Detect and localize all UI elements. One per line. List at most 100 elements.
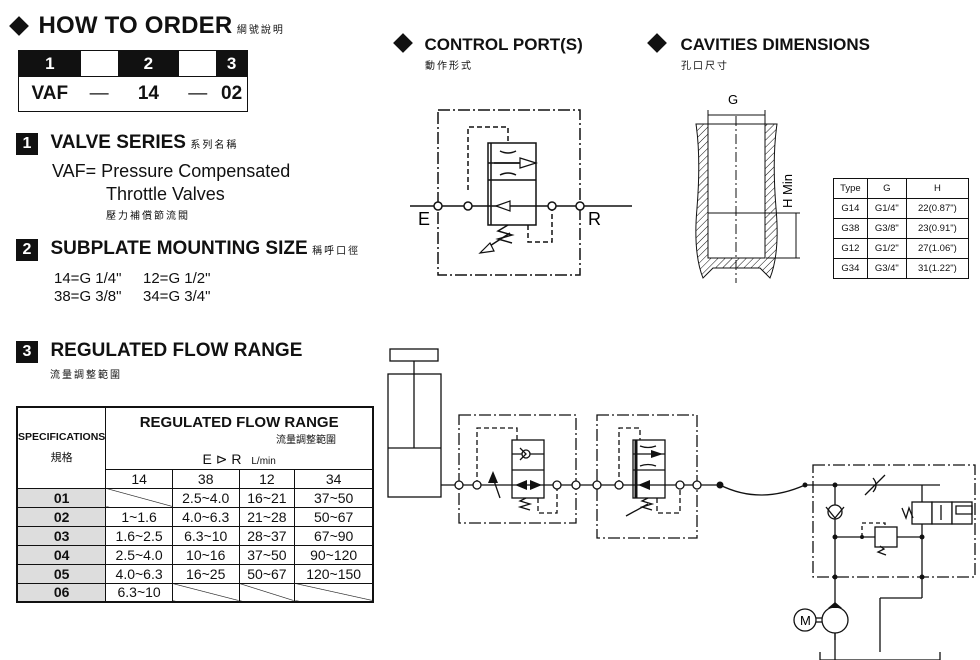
flow-value-cell: 4.0~6.3 (105, 563, 173, 584)
not-available-cell (238, 582, 296, 603)
flow-header: REGULATED FLOW RANGE (139, 413, 339, 431)
flow-header-cjk: 流量調整範圍 (276, 434, 336, 446)
spec-label: SPECIFICATIONS (18, 430, 106, 443)
code-size: 14 (137, 83, 159, 104)
cavity-cell: G12 (833, 238, 868, 259)
cavity-cell: G3/8" (866, 218, 907, 239)
cavity-cell: G1/2" (866, 238, 907, 259)
cavity-col-header: H (905, 178, 970, 199)
valve-series-line2: Throttle Valves (106, 184, 225, 204)
section-number-badge: 3 (16, 341, 38, 363)
control-port-heading: CONTROL PORT(S) (392, 33, 583, 55)
port-circle (463, 201, 473, 211)
code-position-1: 1 (19, 51, 81, 76)
cavity-drawing: G H Min (695, 92, 800, 283)
cavity-col-header: Type (833, 178, 868, 199)
dim-g-label: G (728, 92, 738, 107)
cavities-heading: CAVITIES DIMENSIONS (646, 33, 870, 55)
flow-value-cell: 90~120 (294, 544, 374, 565)
hose-line (719, 484, 806, 496)
pilot-line (467, 126, 509, 190)
flow-range-title: REGULATED FLOW RANGE (50, 340, 303, 361)
motor-icon (793, 608, 817, 632)
not-available-cell (105, 487, 173, 508)
tank-icon (819, 652, 941, 660)
hydraulic-circuit: M (387, 348, 976, 660)
port-circle (575, 201, 585, 211)
flow-value-cell: 50~67 (294, 506, 374, 527)
flow-value-cell: 37~50 (238, 544, 296, 565)
dim-h-label: H Min (780, 174, 795, 208)
subplate-option: 38=G 3/8" (54, 288, 122, 305)
cavity-cell: 22(0.87") (905, 198, 970, 219)
directional-valve-icon (951, 501, 973, 525)
subplate-option: 14=G 1/4" (54, 270, 122, 287)
subplate-option: 12=G 1/2" (143, 270, 211, 287)
cylinder-icon (387, 373, 442, 498)
cylinder-rod-end (389, 348, 439, 362)
cavity-cell: 27(1.06") (905, 238, 970, 259)
section-number-badge: 1 (16, 133, 38, 155)
spring-icon (495, 224, 515, 244)
spec-header: SPECIFICATIONS 規格 (16, 406, 107, 489)
spec-code: 05 (16, 563, 107, 584)
flow-value-cell: 4.0~6.3 (171, 506, 240, 527)
pump-icon (821, 606, 849, 634)
flow-value-cell: 28~37 (238, 525, 296, 546)
code-position-2: 2 (117, 51, 180, 76)
not-available-cell (294, 582, 374, 603)
flow-direction: E ⊳ R (202, 451, 242, 468)
cavity-cell: G3/4" (866, 258, 907, 279)
flow-value-cell: 2.5~4.0 (171, 487, 240, 508)
throttle-icon (499, 150, 517, 176)
code-separator: — (89, 83, 109, 104)
flow-value-cell: 16~25 (171, 563, 240, 584)
how-to-order-title-cjk: 綱號說明 (236, 25, 285, 36)
spec-label-cjk: 規格 (50, 451, 73, 464)
code-series: VAF (31, 83, 69, 104)
control-port-symbol: E R (410, 109, 632, 276)
valve-series-desc-cjk: 壓力補償節流閥 (106, 211, 190, 222)
valve-1-envelope (458, 414, 577, 524)
valve-series-title: VALVE SERIES (50, 132, 186, 153)
flow-value-cell: 1~1.6 (105, 506, 173, 527)
valve-envelope (437, 109, 581, 276)
flow-range-table: SPECIFICATIONS 規格 REGULATED FLOW RANGE 流… (16, 406, 374, 603)
port-label-r: R (588, 209, 601, 229)
control-port-title: CONTROL PORT(S) (424, 35, 583, 54)
valve-body (487, 142, 537, 226)
valve-2-envelope (596, 414, 698, 539)
spec-code: 03 (16, 525, 107, 546)
column-header: 14 (105, 468, 173, 489)
subplate-option: 34=G 3/4" (143, 288, 211, 305)
subplate-heading: 2 SUBPLATE MOUNTING SIZE 稱呼口徑 (16, 238, 360, 261)
flow-value-cell: 6.3~10 (171, 525, 240, 546)
flow-value-cell: 21~28 (238, 506, 296, 527)
spec-code: 06 (16, 582, 107, 603)
flow-direction-cell: E ⊳ R L/min (105, 451, 374, 470)
not-available-cell (171, 582, 240, 603)
cavities-title: CAVITIES DIMENSIONS (680, 35, 870, 54)
cavity-cell: 23(0.91") (905, 218, 970, 239)
cavities-title-cjk: 孔口尺寸 (681, 61, 729, 72)
diamond-bullet-icon (9, 16, 29, 36)
flow-range-title-cjk: 流量調整範圍 (50, 370, 122, 381)
throttle-valve-body (632, 439, 666, 499)
flow-value-cell: 2.5~4.0 (105, 544, 173, 565)
subplate-title-cjk: 稱呼口徑 (312, 246, 361, 257)
flow-value-cell: 6.3~10 (105, 582, 173, 603)
check-valve-body (511, 439, 545, 499)
column-header: 34 (294, 468, 374, 489)
flow-unit: L/min (251, 456, 276, 468)
flow-header-cell: REGULATED FLOW RANGE 流量調整範圍 (105, 406, 374, 451)
diamond-bullet-icon (393, 33, 413, 53)
